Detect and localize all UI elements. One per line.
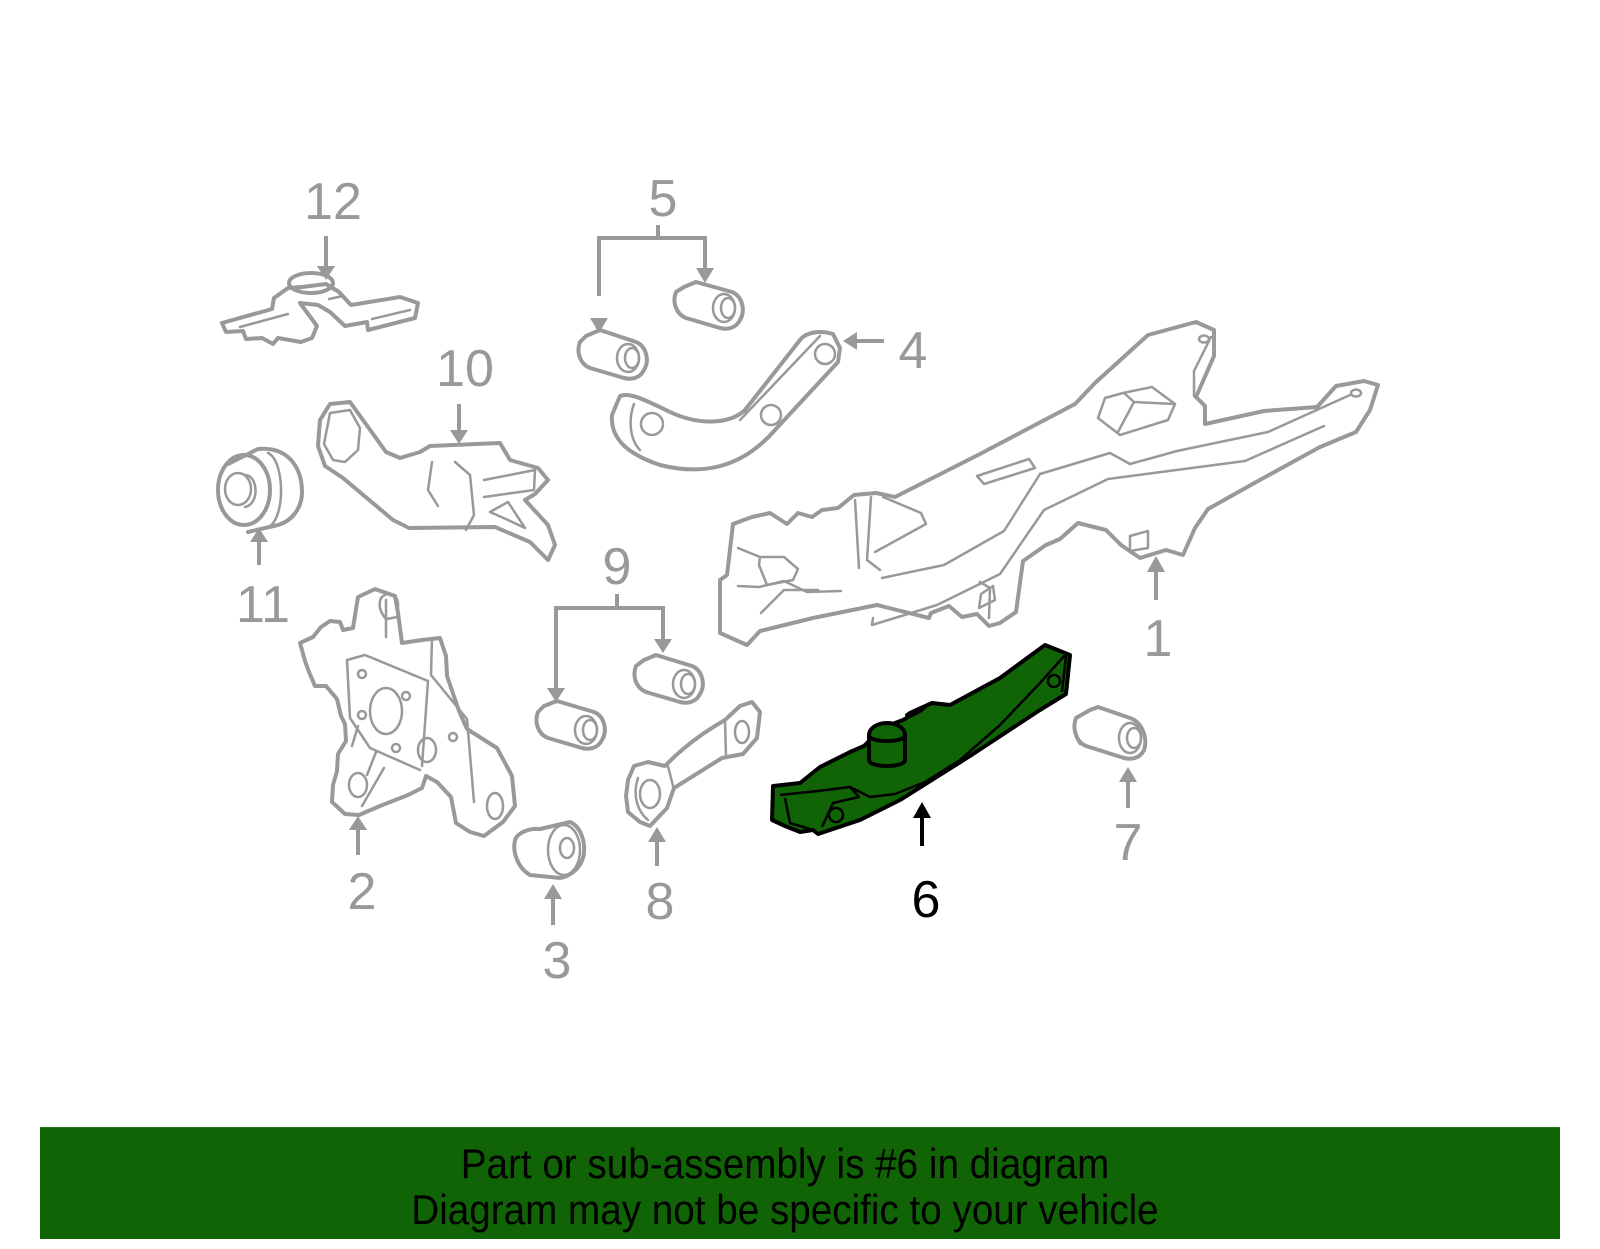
banner-part-note: Part or sub-assembly is #6 in diagram [460, 1140, 1110, 1187]
banner-disclaimer: Diagram may not be specific to your vehi… [411, 1186, 1159, 1233]
callout-label-10: 10 [436, 340, 494, 398]
callout-arrow-11 [250, 528, 268, 565]
callout-label-5: 5 [648, 170, 678, 228]
callout-arrow-6 [913, 802, 931, 846]
callout-arrow-8 [648, 827, 666, 866]
part-11-bushing[interactable] [216, 446, 304, 534]
callout-arrow-3 [544, 884, 562, 925]
callout-label-1: 1 [1143, 610, 1173, 668]
part-5-bushings[interactable] [576, 225, 745, 381]
callout-label-4: 4 [898, 322, 928, 380]
part-4-upper-arm[interactable] [609, 330, 842, 472]
part-1-crossmember[interactable] [718, 320, 1380, 647]
callout-label-2: 2 [347, 863, 377, 921]
part-8-toe-link[interactable] [624, 700, 762, 828]
part-3-bushing[interactable] [512, 820, 587, 880]
part-12-mount-bracket[interactable] [220, 271, 420, 346]
info-banner: Part or sub-assembly is #6 in diagram Di… [40, 1127, 1560, 1239]
callout-label-9: 9 [602, 538, 632, 596]
callout-label-6-highlighted: 6 [911, 871, 941, 929]
callout-arrow-7 [1119, 767, 1137, 808]
part-10-bracket[interactable] [316, 400, 557, 562]
part-2-knuckle[interactable] [298, 587, 517, 838]
callout-label-12: 12 [304, 173, 362, 231]
part-7-bushing[interactable] [1072, 705, 1148, 761]
callout-label-8: 8 [645, 873, 675, 931]
callout-arrow-12 [317, 236, 335, 280]
part-9-bushings[interactable] [534, 594, 705, 751]
callout-label-3: 3 [542, 932, 572, 990]
callout-arrow-1 [1147, 556, 1165, 600]
callout-label-11: 11 [236, 576, 290, 634]
callout-arrow-2 [349, 816, 367, 855]
part-6-lower-control-arm[interactable] [770, 643, 1072, 836]
callout-arrow-10 [450, 404, 468, 444]
callout-arrow-4 [843, 332, 884, 350]
callout-label-7: 7 [1113, 814, 1143, 872]
